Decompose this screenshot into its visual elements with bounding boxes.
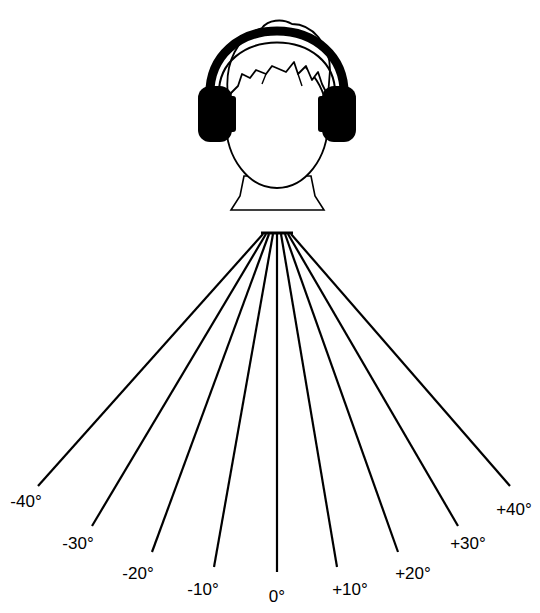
ear-cup [198, 86, 232, 142]
angle-ray [92, 234, 266, 526]
angle-label: 0° [269, 588, 285, 607]
angle-label: -10° [187, 581, 218, 600]
angle-ray [288, 234, 458, 526]
angle-label: +40° [496, 501, 532, 520]
ear-pad [318, 96, 326, 132]
angle-ray [276, 234, 278, 572]
angle-label: +20° [395, 565, 431, 584]
headband-inner [219, 43, 335, 99]
angle-ray [281, 234, 337, 567]
ear-cup [322, 86, 356, 142]
angle-ray [38, 234, 263, 486]
angle-label: +10° [332, 581, 368, 600]
ear-pad [228, 96, 236, 132]
angle-ray [152, 234, 269, 552]
angle-ray [214, 234, 273, 567]
headband [210, 31, 344, 100]
angle-rays [38, 234, 510, 572]
angle-ray [291, 234, 510, 486]
angle-label: -20° [122, 565, 153, 584]
angle-label: -30° [62, 535, 93, 554]
hair-strand [262, 74, 302, 86]
angle-label: +30° [450, 535, 486, 554]
angle-label: -40° [10, 493, 41, 512]
